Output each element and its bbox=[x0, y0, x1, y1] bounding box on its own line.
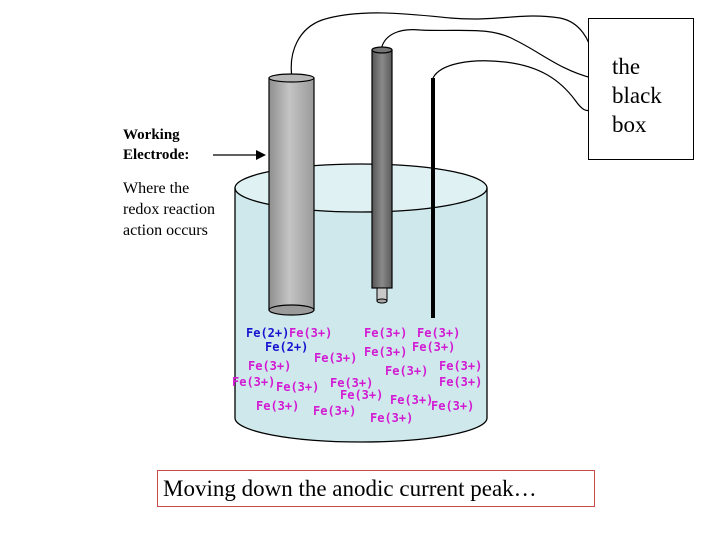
redox-description: Where the redox reaction action occurs bbox=[123, 180, 215, 239]
reference-electrode-top bbox=[371, 46, 393, 54]
ion-label: Fe(2+) bbox=[246, 326, 289, 340]
ion-label: Fe(3+) bbox=[431, 399, 474, 413]
reference-electrode bbox=[371, 49, 393, 289]
ion-label: Fe(3+) bbox=[256, 399, 299, 413]
working-electrode-label: Working Electrode: bbox=[123, 127, 190, 163]
caption-text: Moving down the anodic current peak… bbox=[163, 476, 537, 501]
ion-label: Fe(3+) bbox=[364, 326, 407, 340]
working-electrode-bottom bbox=[268, 304, 315, 316]
ion-label: Fe(3+) bbox=[370, 411, 413, 425]
beaker-bottom bbox=[234, 417, 488, 443]
black-box-label: the black box bbox=[612, 54, 662, 137]
wire-reference bbox=[380, 29, 593, 79]
ion-label: Fe(3+) bbox=[439, 375, 482, 389]
ion-label: Fe(2+) bbox=[265, 340, 308, 354]
ion-label: Fe(3+) bbox=[364, 345, 407, 359]
ion-label: Fe(3+) bbox=[314, 351, 357, 365]
ion-label: Fe(3+) bbox=[232, 375, 275, 389]
working-electrode bbox=[268, 77, 315, 311]
ion-label: Fe(3+) bbox=[330, 376, 373, 390]
working-electrode-top bbox=[268, 73, 315, 83]
ion-label: Fe(3+) bbox=[390, 393, 433, 407]
ion-label: Fe(3+) bbox=[417, 326, 460, 340]
wire-working bbox=[290, 12, 593, 79]
caption-box bbox=[157, 470, 595, 507]
ion-label: Fe(3+) bbox=[385, 364, 428, 378]
ion-label: Fe(3+) bbox=[289, 326, 332, 340]
ion-label: Fe(3+) bbox=[340, 388, 383, 402]
wire-counter bbox=[432, 60, 593, 112]
black-box bbox=[588, 18, 694, 160]
ion-label: Fe(3+) bbox=[412, 340, 455, 354]
ion-labels: Fe(2+) Fe(3+) Fe(2+) Fe(3+) Fe(3+) Fe(3+… bbox=[232, 326, 482, 425]
arrow-head bbox=[256, 150, 266, 160]
ion-label: Fe(3+) bbox=[276, 380, 319, 394]
ion-label: Fe(3+) bbox=[248, 359, 291, 373]
ion-label: Fe(3+) bbox=[313, 404, 356, 418]
ion-label: Fe(3+) bbox=[439, 359, 482, 373]
reference-electrode-tip-end bbox=[376, 298, 388, 304]
